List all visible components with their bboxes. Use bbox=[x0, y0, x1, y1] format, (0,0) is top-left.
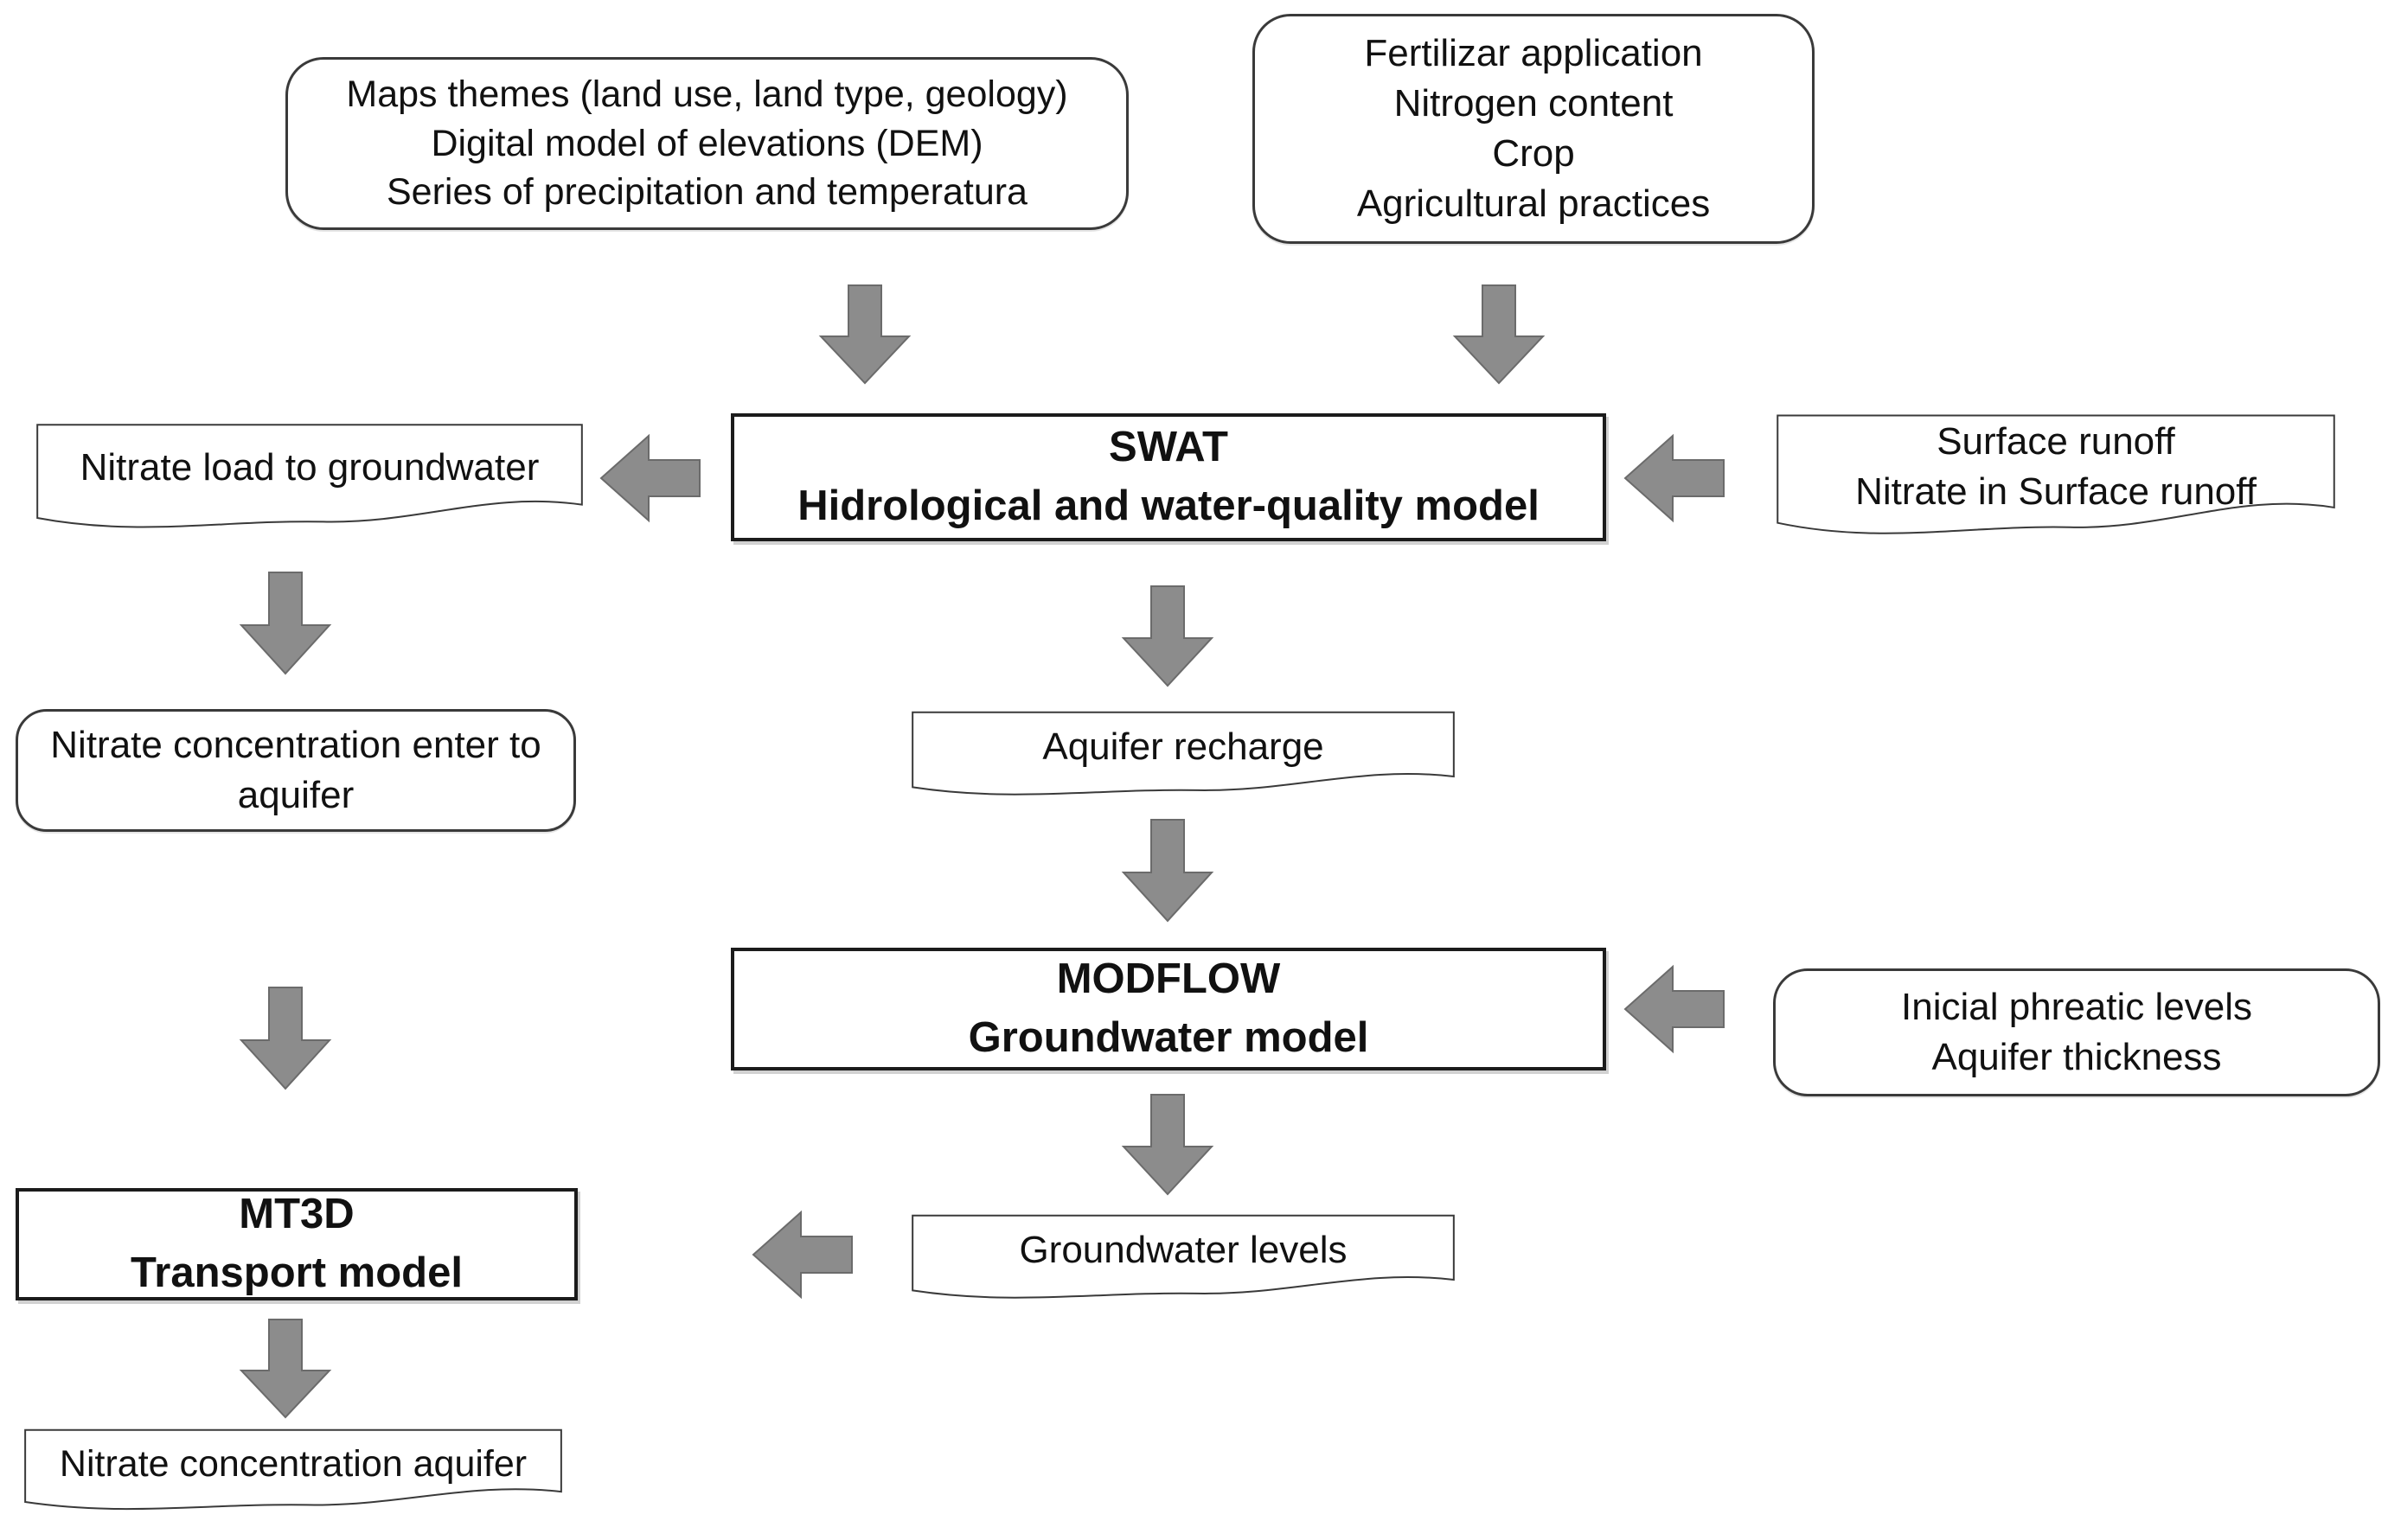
nitrate-conc-aquifer-doc-box: Nitrate concentration aquifer bbox=[22, 1428, 564, 1517]
mt3d-subtitle: Transport model bbox=[131, 1249, 463, 1296]
mt3d-process-box: MT3D Transport model bbox=[16, 1188, 578, 1300]
arrow-down-maps-to-swat-icon bbox=[818, 284, 912, 385]
aquifer-recharge-line1: Aquifer recharge bbox=[1042, 725, 1324, 768]
arrow-left-phreatic-to-modflow-icon bbox=[1623, 964, 1725, 1054]
groundwater-levels-line1: Groundwater levels bbox=[1019, 1228, 1348, 1271]
document-shape-icon bbox=[910, 1214, 1456, 1306]
maps-input-box: Maps themes (land use, land type, geolog… bbox=[285, 57, 1129, 230]
inicial-phreatic-line1: Inicial phreatic levels bbox=[1901, 985, 2252, 1028]
fertilizer-line4: Agricultural practices bbox=[1356, 182, 1711, 226]
fertilizer-line2: Nitrogen content bbox=[1393, 81, 1674, 125]
arrow-down-modflow-to-gwlevels-icon bbox=[1121, 1094, 1214, 1196]
mt3d-title: MT3D bbox=[239, 1191, 355, 1238]
document-shape-icon bbox=[35, 423, 585, 537]
groundwater-levels-doc-box: Groundwater levels bbox=[910, 1214, 1456, 1306]
fertilizer-line1: Fertilizar application bbox=[1364, 31, 1703, 74]
surface-runoff-line1: Surface runoff bbox=[1937, 419, 2175, 463]
swat-subtitle: Hidrological and water-quality model bbox=[797, 482, 1540, 529]
arrow-down-mt3d-to-conc-aquifer-icon bbox=[239, 1318, 332, 1419]
arrow-down-conc-to-mt3d-icon bbox=[239, 987, 332, 1090]
maps-input-line2: Digital model of elevations (DEM) bbox=[431, 122, 983, 164]
swat-process-box: SWAT Hidrological and water-quality mode… bbox=[731, 413, 1606, 541]
maps-input-line3: Series of precipitation and temperatura bbox=[387, 171, 1028, 214]
arrow-down-fertilizer-to-swat-icon bbox=[1452, 284, 1546, 385]
modflow-process-box: MODFLOW Groundwater model bbox=[731, 948, 1606, 1070]
aquifer-recharge-doc-box: Aquifer recharge bbox=[910, 711, 1456, 802]
inicial-phreatic-line2: Aquifer thickness bbox=[1931, 1036, 2222, 1078]
document-shape-icon bbox=[22, 1428, 564, 1517]
surface-runoff-doc-box: Surface runoff Nitrate in Surface runoff bbox=[1775, 413, 2337, 545]
nitrate-load-line1: Nitrate load to groundwater bbox=[80, 445, 540, 489]
document-shape-icon bbox=[910, 711, 1456, 802]
maps-input-line1: Maps themes (land use, land type, geolog… bbox=[346, 73, 1068, 115]
arrow-left-gwlevels-to-mt3d-icon bbox=[752, 1210, 853, 1300]
arrow-down-nitrate-load-to-conc-icon bbox=[239, 572, 332, 675]
modflow-title: MODFLOW bbox=[1056, 955, 1281, 1003]
inicial-phreatic-box: Inicial phreatic levels Aquifer thicknes… bbox=[1773, 968, 2380, 1096]
fertilizer-input-box: Fertilizar application Nitrogen content … bbox=[1252, 14, 1815, 244]
nitrate-load-doc-box: Nitrate load to groundwater bbox=[35, 423, 585, 537]
arrow-left-swat-to-nitrate-load-icon bbox=[599, 433, 701, 523]
nitrate-conc-aquifer-line1: Nitrate concentration aquifer bbox=[59, 1442, 528, 1485]
swat-title: SWAT bbox=[1109, 424, 1228, 471]
nitrate-conc-enter-box: Nitrate concentration enter to aquifer bbox=[16, 709, 576, 832]
surface-runoff-line2: Nitrate in Surface runoff bbox=[1855, 470, 2257, 513]
arrow-down-recharge-to-modflow-icon bbox=[1121, 819, 1214, 923]
modflow-subtitle: Groundwater model bbox=[968, 1014, 1369, 1061]
nitrate-conc-enter-line1: Nitrate concentration enter to bbox=[50, 723, 541, 766]
fertilizer-line3: Crop bbox=[1492, 132, 1575, 175]
nitrate-conc-enter-line2: aquifer bbox=[237, 774, 355, 816]
arrow-left-runoff-to-swat-icon bbox=[1623, 433, 1725, 523]
document-shape-icon bbox=[1775, 413, 2337, 545]
arrow-down-swat-to-recharge-icon bbox=[1121, 585, 1214, 687]
